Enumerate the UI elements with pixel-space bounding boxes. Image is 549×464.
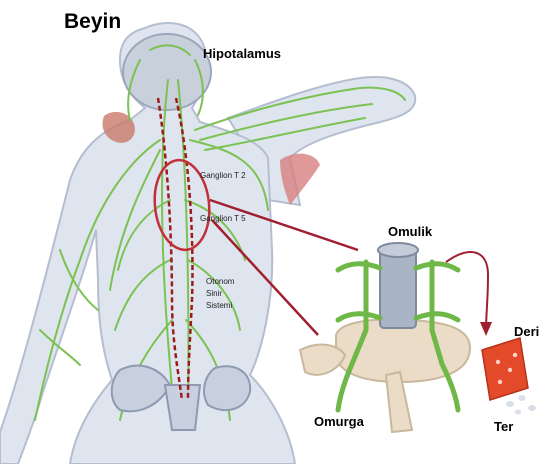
hypothalamus-label: Hipotalamus xyxy=(203,47,281,61)
spinal-segment-detail xyxy=(300,243,492,432)
ganglion-t5-label: Ganglion T 5 xyxy=(200,215,246,224)
sweat-label: Ter xyxy=(494,420,513,434)
autonomic-label-line2: Sinir xyxy=(206,290,222,299)
autonomic-label-line3: Sistemi xyxy=(206,302,232,311)
spinal-cord-label: Omulik xyxy=(388,225,432,239)
autonomic-label-line1: Otonom xyxy=(206,278,234,287)
skin-label: Deri xyxy=(514,325,539,339)
spine-label: Omurga xyxy=(314,415,364,429)
brain-label: Beyin xyxy=(64,10,121,33)
skin-sample xyxy=(482,338,536,415)
ganglion-t2-label: Ganglion T 2 xyxy=(200,172,246,181)
